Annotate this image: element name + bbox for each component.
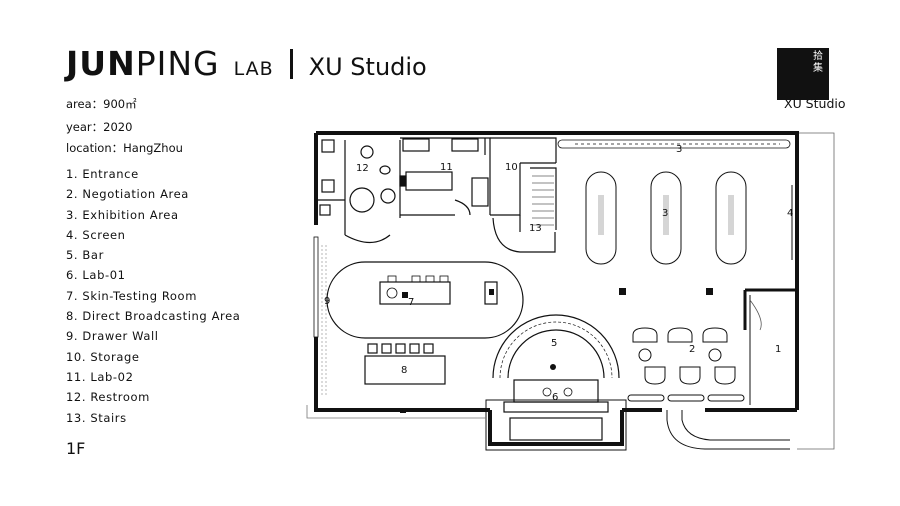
legend-item: 3. Exhibition Area: [66, 207, 179, 222]
label-broadcasting: 8: [401, 365, 407, 376]
title-studio: XU Studio: [308, 53, 427, 81]
legend-item: 8. Direct Broadcasting Area: [66, 309, 241, 324]
title-ping: PING: [135, 44, 220, 83]
label-bar: 5: [551, 338, 557, 349]
legend-item: 7. Skin-Testing Room: [66, 288, 197, 303]
label-screen: 4: [787, 208, 793, 219]
label-entrance: 1: [775, 344, 781, 355]
label-skin-testing: 7: [408, 297, 414, 308]
logo-characters: 拾集: [813, 51, 823, 74]
label-stairs: 13: [529, 223, 542, 234]
title-separator: [289, 49, 293, 79]
legend-item: 13. Stairs: [66, 410, 127, 425]
label-negotiation: 2: [689, 344, 695, 355]
legend-item: 9. Drawer Wall: [66, 329, 159, 344]
label-exhibition: 3: [662, 208, 668, 219]
label-lab-01: 6: [552, 392, 558, 403]
legend-item: 2. Negotiation Area: [66, 187, 189, 202]
floor-label: 1F: [66, 439, 86, 458]
window-strip: [313, 236, 319, 338]
studio-logo: 拾集: [777, 48, 829, 100]
legend-item: 4. Screen: [66, 227, 126, 242]
page-title: JUN PING LAB XU Studio: [66, 44, 427, 84]
meta-area: area：900㎡: [66, 97, 137, 111]
title-jun: JUN: [66, 44, 136, 83]
legend-item: 11. Lab-02: [66, 369, 134, 384]
label-storage: 10: [505, 162, 518, 173]
logo-studio-name: XU Studio: [784, 96, 846, 111]
meta-location: location：HangZhou: [66, 141, 183, 155]
legend-item: 1. Entrance: [66, 167, 139, 181]
legend-item: 6. Lab-01: [66, 268, 126, 283]
meta-year: year：2020: [66, 120, 133, 134]
legend-item: 12. Restroom: [66, 390, 150, 405]
label-restroom: 12: [356, 163, 369, 174]
legend-item: 5. Bar: [66, 248, 104, 263]
label-exhibition-top: 3: [676, 144, 682, 155]
label-drawer-wall: 9: [324, 296, 330, 307]
title-lab: LAB: [233, 58, 274, 80]
label-lab-02: 11: [440, 162, 453, 173]
room-legend: 1. Entrance 2. Negotiation Area 3. Exhib…: [66, 164, 240, 428]
legend-item: 10. Storage: [66, 349, 140, 364]
